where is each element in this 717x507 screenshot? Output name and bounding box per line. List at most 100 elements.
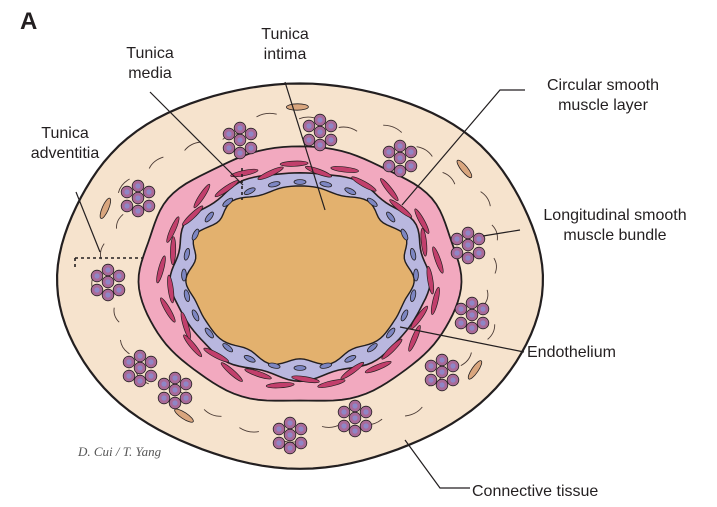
- label-endothelium: Endothelium: [527, 343, 616, 363]
- bundle-nucleus: [135, 183, 140, 188]
- bundle-nucleus: [454, 250, 459, 255]
- bundle-nucleus: [450, 377, 455, 382]
- label-longitudinal-smooth-muscle-line1: Longitudinal smooth: [520, 206, 710, 226]
- bundle-nucleus: [397, 168, 402, 173]
- bundle-nucleus: [363, 409, 368, 414]
- bundle-nucleus: [465, 242, 470, 247]
- bundle-nucleus: [248, 145, 253, 150]
- bundle-nucleus: [428, 363, 433, 368]
- bundle-nucleus: [248, 131, 253, 136]
- bundle-nucleus: [341, 423, 346, 428]
- label-tunica-adventitia-line2: adventitia: [10, 144, 120, 164]
- bundle-nucleus: [298, 440, 303, 445]
- bundle-nucleus: [94, 273, 99, 278]
- bundle-nucleus: [137, 353, 142, 358]
- bundle-nucleus: [363, 423, 368, 428]
- bundle-nucleus: [126, 359, 131, 364]
- endothelial-nucleus: [294, 180, 306, 185]
- bundle-nucleus: [341, 409, 346, 414]
- bundle-nucleus: [454, 236, 459, 241]
- bundle-nucleus: [480, 320, 485, 325]
- bundle-nucleus: [276, 440, 281, 445]
- bundle-nucleus: [317, 142, 322, 147]
- bundle-nucleus: [124, 189, 129, 194]
- bundle-nucleus: [469, 312, 474, 317]
- label-tunica-media: Tunica media: [105, 44, 195, 84]
- artist-signature: D. Cui / T. Yang: [78, 444, 161, 460]
- bundle-nucleus: [465, 230, 470, 235]
- bundle-nucleus: [352, 403, 357, 408]
- label-circular-smooth-muscle-line2: muscle layer: [528, 96, 678, 116]
- bundle-nucleus: [306, 123, 311, 128]
- panel-letter: A: [20, 8, 37, 36]
- label-longitudinal-smooth-muscle-bundle: Longitudinal smooth muscle bundle: [520, 206, 710, 246]
- bundle-nucleus: [161, 395, 166, 400]
- label-tunica-intima-line2: intima: [240, 45, 330, 65]
- bundle-nucleus: [386, 149, 391, 154]
- bundle-nucleus: [146, 189, 151, 194]
- bundle-nucleus: [408, 149, 413, 154]
- smooth-muscle-cell: [170, 237, 176, 265]
- bundle-nucleus: [148, 359, 153, 364]
- endothelial-nucleus: [414, 269, 419, 281]
- label-tunica-intima-line1: Tunica: [240, 25, 330, 45]
- bundle-nucleus: [476, 236, 481, 241]
- bundle-nucleus: [105, 267, 110, 272]
- bundle-nucleus: [161, 381, 166, 386]
- bundle-nucleus: [450, 363, 455, 368]
- bundle-nucleus: [397, 143, 402, 148]
- bundle-nucleus: [480, 306, 485, 311]
- label-circular-smooth-muscle-line1: Circular smooth: [528, 76, 678, 96]
- endothelial-nucleus: [294, 366, 306, 371]
- bundle-nucleus: [124, 203, 129, 208]
- bundle-nucleus: [276, 426, 281, 431]
- bundle-nucleus: [172, 387, 177, 392]
- bundle-nucleus: [172, 375, 177, 380]
- bundle-nucleus: [183, 395, 188, 400]
- bundle-nucleus: [116, 287, 121, 292]
- label-tunica-adventitia-line1: Tunica: [10, 124, 120, 144]
- bundle-nucleus: [172, 400, 177, 405]
- bundle-nucleus: [146, 203, 151, 208]
- label-longitudinal-smooth-muscle-line2: muscle bundle: [520, 226, 710, 246]
- bundle-nucleus: [298, 426, 303, 431]
- bundle-nucleus: [183, 381, 188, 386]
- bundle-nucleus: [105, 292, 110, 297]
- bundle-nucleus: [137, 365, 142, 370]
- bundle-nucleus: [226, 145, 231, 150]
- bundle-nucleus: [469, 325, 474, 330]
- bundle-nucleus: [476, 250, 481, 255]
- bundle-nucleus: [135, 195, 140, 200]
- bundle-nucleus: [397, 155, 402, 160]
- bundle-nucleus: [116, 273, 121, 278]
- bundle-nucleus: [237, 150, 242, 155]
- bundle-nucleus: [352, 428, 357, 433]
- bundle-nucleus: [328, 137, 333, 142]
- bundle-nucleus: [226, 131, 231, 136]
- label-tunica-media-line1: Tunica: [105, 44, 195, 64]
- bundle-nucleus: [287, 420, 292, 425]
- bundle-nucleus: [317, 129, 322, 134]
- bundle-nucleus: [439, 357, 444, 362]
- label-tunica-media-line2: media: [105, 64, 195, 84]
- bundle-nucleus: [439, 382, 444, 387]
- label-tunica-intima: Tunica intima: [240, 25, 330, 65]
- label-tunica-adventitia: Tunica adventitia: [10, 124, 120, 164]
- bundle-nucleus: [306, 137, 311, 142]
- bundle-nucleus: [328, 123, 333, 128]
- bundle-nucleus: [148, 373, 153, 378]
- label-circular-smooth-muscle-layer: Circular smooth muscle layer: [528, 76, 678, 116]
- bundle-nucleus: [317, 117, 322, 122]
- bundle-nucleus: [458, 320, 463, 325]
- bundle-nucleus: [458, 306, 463, 311]
- leader-connective-tissue: [405, 440, 470, 488]
- bundle-nucleus: [94, 287, 99, 292]
- bundle-nucleus: [237, 137, 242, 142]
- bundle-nucleus: [386, 163, 391, 168]
- bundle-nucleus: [352, 415, 357, 420]
- bundle-nucleus: [408, 163, 413, 168]
- bundle-nucleus: [465, 255, 470, 260]
- bundle-nucleus: [287, 445, 292, 450]
- bundle-nucleus: [135, 208, 140, 213]
- bundle-nucleus: [126, 373, 131, 378]
